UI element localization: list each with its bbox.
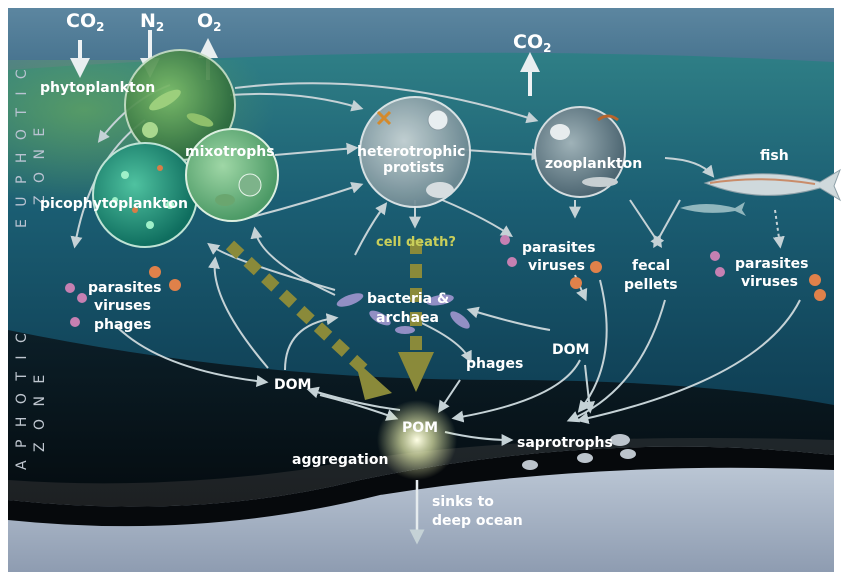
phages-label: phages xyxy=(466,356,523,372)
fish-illustration xyxy=(680,168,842,216)
mixotrophs-label: mixotrophs xyxy=(185,144,275,160)
fish-label: fish xyxy=(760,148,789,164)
zooplankton-label: zooplankton xyxy=(545,156,642,172)
heterotrophic-protists-cell xyxy=(359,96,471,208)
heterotrophic-protists-label-line2: protists xyxy=(383,160,444,176)
zooplankton-cell xyxy=(534,106,626,198)
saprotroph-cells xyxy=(522,434,636,470)
parasites-right-label-line2: viruses xyxy=(741,274,798,290)
o2-label: O2 xyxy=(197,10,222,34)
co2-left-label: CO2 xyxy=(66,10,104,34)
parasites-left-label-line3: phages xyxy=(94,317,151,333)
parasites-mid-label-line2: viruses xyxy=(528,258,585,274)
sinks-label-line1: sinks to xyxy=(432,494,494,510)
dom-left-label: DOM xyxy=(274,377,311,393)
zone-labels: E U P H O T I C Z O N E A P H O T I C Z … xyxy=(14,65,48,470)
parasites-left-label-line2: viruses xyxy=(94,298,151,314)
gas-labels: CO2 N2 O2 CO2 xyxy=(66,10,551,55)
phytoplankton-cell xyxy=(124,49,236,161)
picophytoplankton-label: picophytoplankton xyxy=(40,196,188,212)
euphotic-zone-label-line1: E U P H O T I C xyxy=(14,65,30,228)
parasites-right-label-line1: parasites xyxy=(735,256,808,272)
co2-right-label: CO2 xyxy=(513,31,551,55)
aphotic-zone-label-line1: A P H O T I C xyxy=(14,329,30,470)
fecal-pellets-label-line2: pellets xyxy=(624,277,678,293)
aphotic-zone-label-line2: Z O N E xyxy=(32,371,48,452)
dom-right-label: DOM xyxy=(552,342,589,358)
pom-glow xyxy=(377,400,457,480)
cell-death-label: cell death? xyxy=(376,235,456,250)
flow-arrows xyxy=(70,82,801,446)
phytoplankton-label: phytoplankton xyxy=(40,80,155,96)
node-labels: phytoplankton mixotrophs picophytoplankt… xyxy=(40,80,808,529)
mixotrophs-cell xyxy=(185,128,279,222)
parasites-mid-label-line1: parasites xyxy=(522,240,595,256)
cell-death-arrows xyxy=(225,240,434,400)
seafloor xyxy=(8,446,834,572)
sinks-label-line2: deep ocean xyxy=(432,513,523,529)
pom-label: POM xyxy=(402,420,438,436)
parasites-left-label-line1: parasites xyxy=(88,280,161,296)
bacteria-archaea-label-line1: bacteria & xyxy=(367,291,449,307)
aggregation-label: aggregation xyxy=(292,452,388,468)
parasite-spores xyxy=(65,235,826,327)
heterotrophic-protists-label-line1: heterotrophic xyxy=(357,144,465,160)
fecal-pellets-label-line1: fecal xyxy=(632,258,670,274)
bacteria-archaea-label-line2: archaea xyxy=(376,310,439,326)
bacteria-archaea-cluster xyxy=(336,293,470,334)
n2-label: N2 xyxy=(140,10,164,34)
picophytoplankton-cell xyxy=(92,142,198,248)
euphotic-zone-label-line2: Z O N E xyxy=(32,124,48,205)
saprotrophs-label: saprotrophs xyxy=(517,435,613,451)
